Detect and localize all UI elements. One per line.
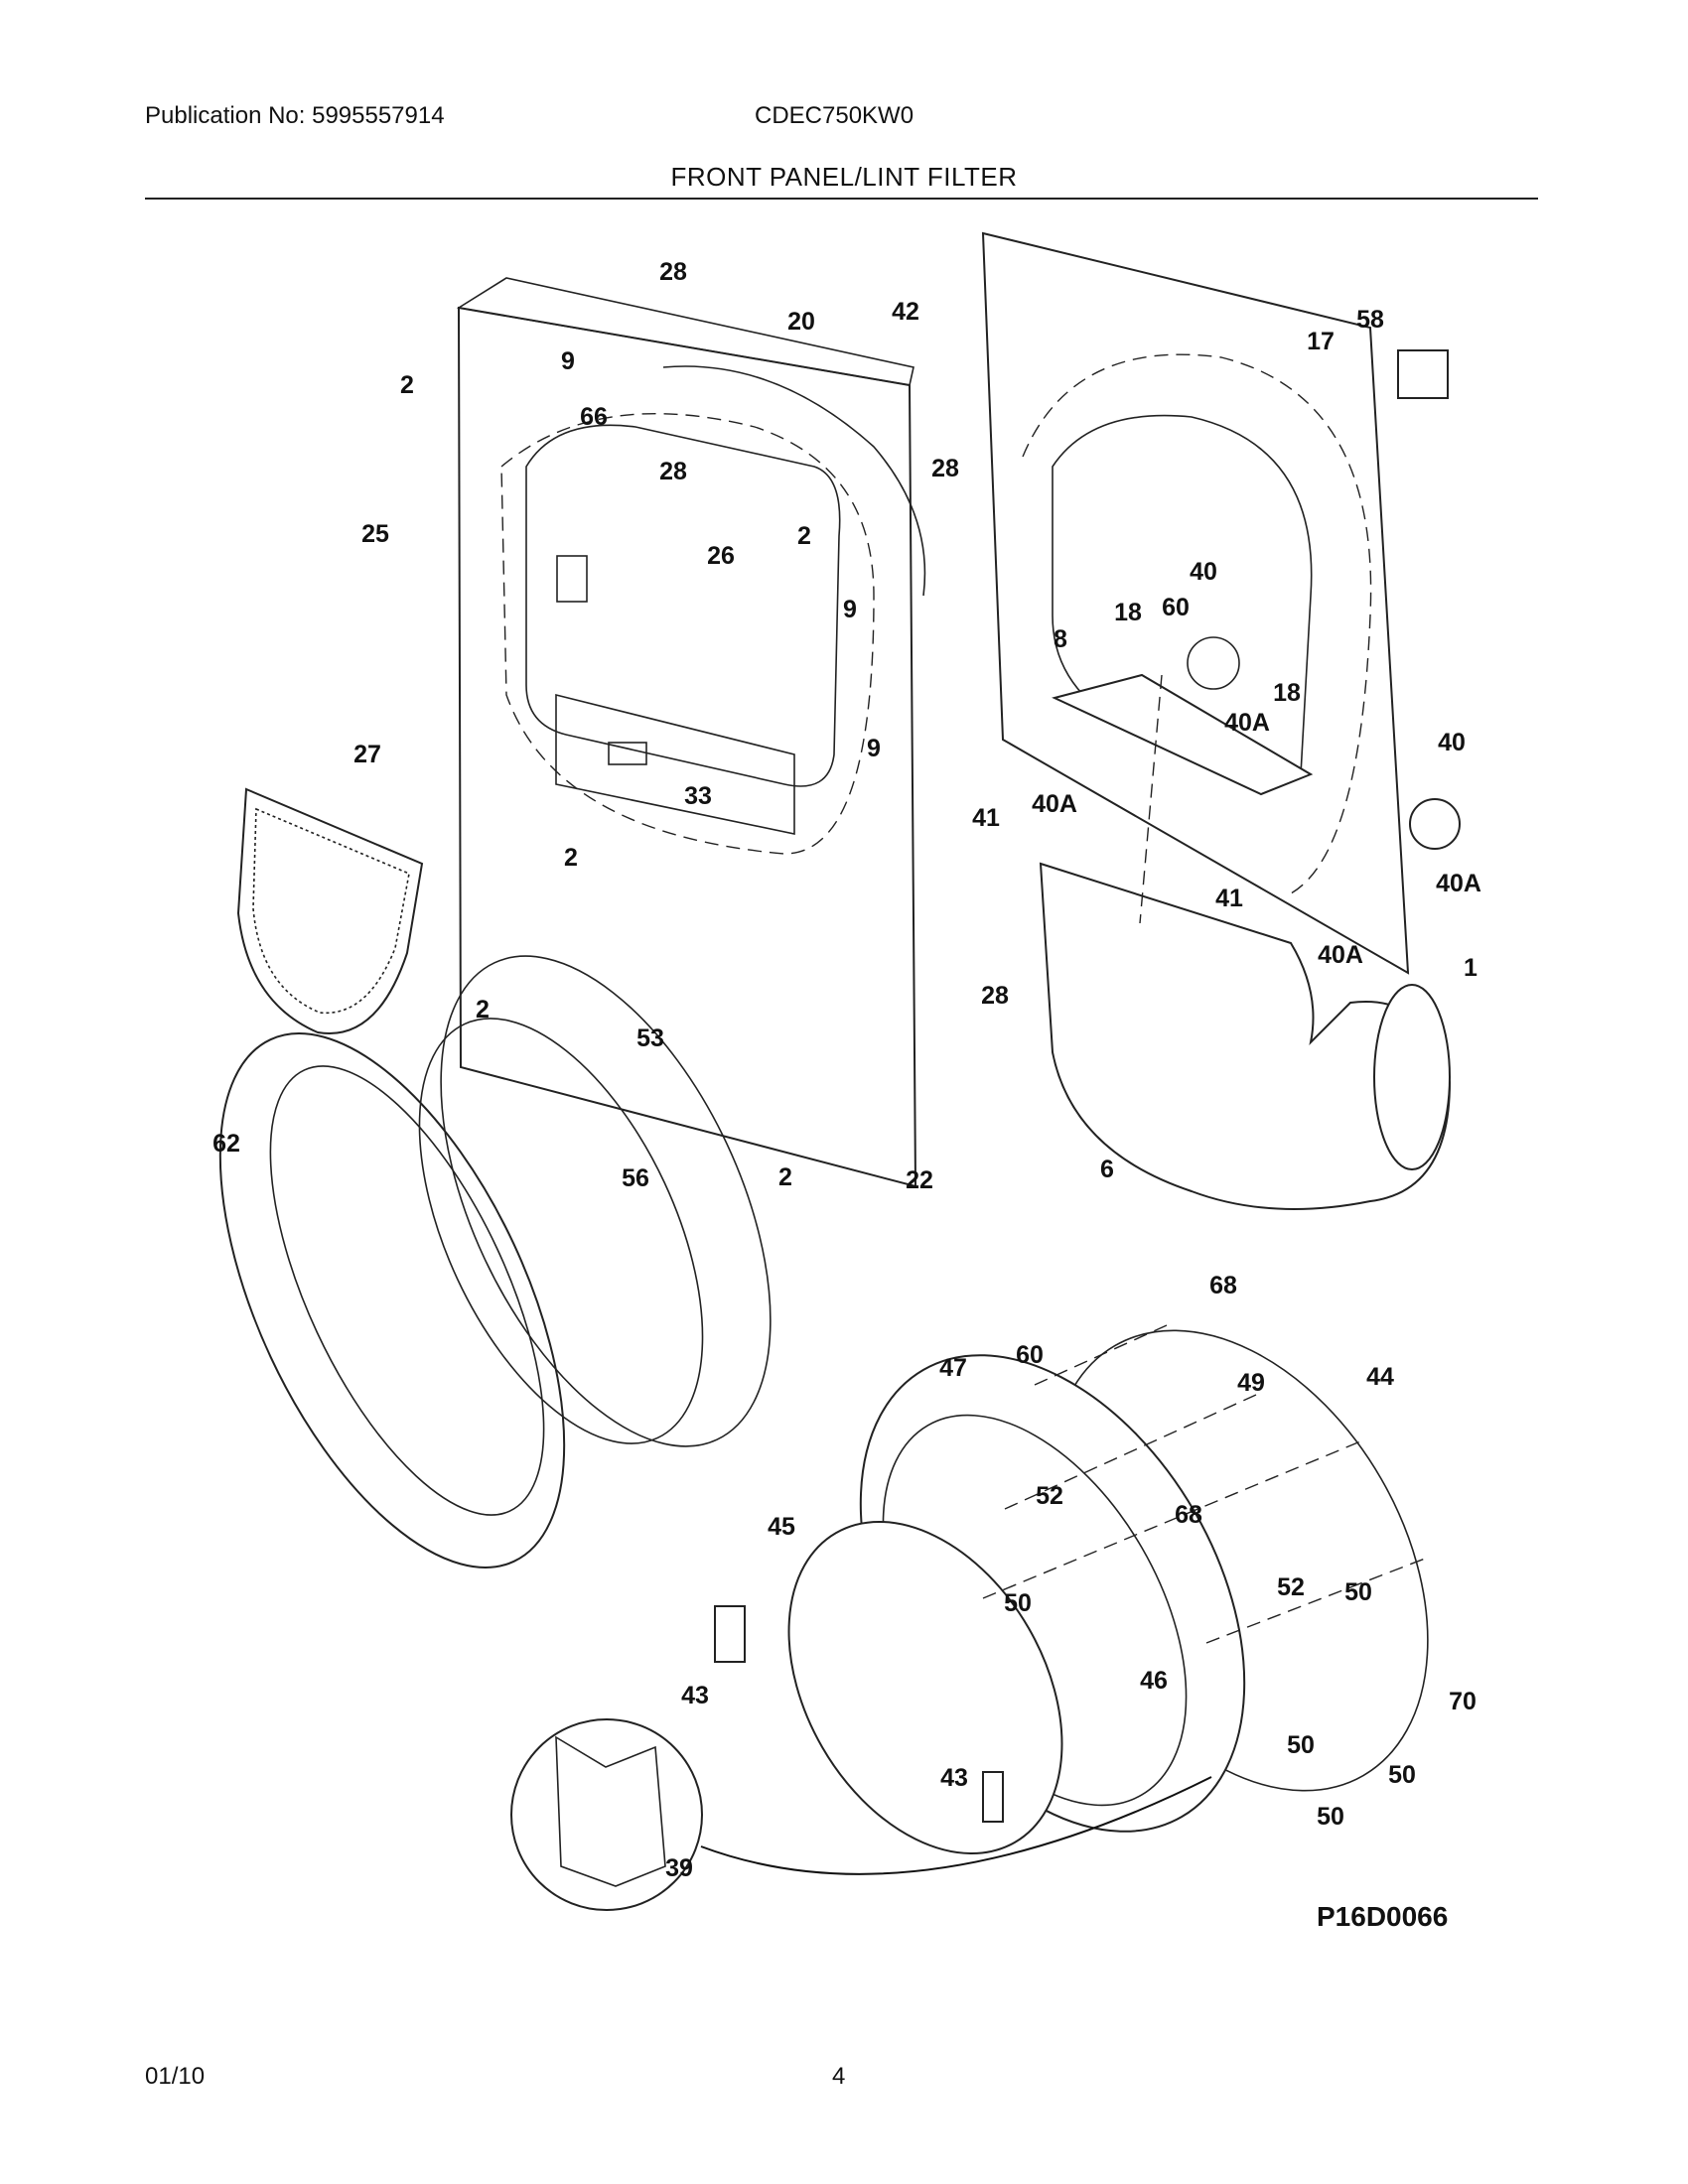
callout-label: 1 xyxy=(1464,954,1477,982)
callout-label: 68 xyxy=(1175,1501,1202,1529)
callout-label: 40A xyxy=(1224,709,1270,737)
callout-label: 8 xyxy=(1054,625,1067,653)
callout-label: 2 xyxy=(797,522,811,550)
callout-label: 9 xyxy=(867,735,881,762)
callout-label: 47 xyxy=(939,1354,967,1382)
callout-label: 70 xyxy=(1449,1688,1477,1715)
callout-label: 33 xyxy=(684,782,712,810)
callout-label: 62 xyxy=(212,1130,240,1158)
callout-label: 28 xyxy=(659,258,687,286)
page-title: FRONT PANEL/LINT FILTER xyxy=(670,162,1018,192)
callout-label: 26 xyxy=(707,542,735,570)
callout-label: 40A xyxy=(1436,870,1481,897)
front-panel-part xyxy=(456,277,917,1188)
callout-label: 50 xyxy=(1388,1761,1416,1789)
callout-label: 50 xyxy=(1344,1578,1372,1606)
callout-label: 41 xyxy=(972,804,1000,832)
callout-label: 60 xyxy=(1162,594,1190,621)
publication-number: Publication No: 5995557914 xyxy=(145,102,445,129)
callout-label: 45 xyxy=(768,1513,795,1541)
callout-label: 2 xyxy=(476,996,490,1024)
callout-label: 18 xyxy=(1114,599,1142,626)
page-number: 4 xyxy=(832,2063,846,2090)
callout-label: 49 xyxy=(1237,1369,1265,1397)
callout-label: 50 xyxy=(1317,1803,1344,1831)
connector-part xyxy=(1397,349,1449,399)
duct-part xyxy=(1039,862,1452,1210)
callout-label: 28 xyxy=(659,458,687,485)
callout-label: 66 xyxy=(580,403,608,431)
callout-label: 46 xyxy=(1140,1667,1168,1695)
callout-label: 50 xyxy=(1287,1731,1315,1759)
callout-label: 22 xyxy=(906,1166,933,1194)
callout-label: 9 xyxy=(561,347,575,375)
detail-latch-part xyxy=(510,1718,1212,1911)
model-number: CDEC750KW0 xyxy=(755,102,914,129)
header-rule xyxy=(145,198,1538,200)
callout-label: 18 xyxy=(1273,679,1301,707)
callout-label: 27 xyxy=(353,741,381,768)
callout-label: 2 xyxy=(564,844,578,872)
callout-label: 20 xyxy=(787,308,815,336)
callout-label: 50 xyxy=(1004,1589,1032,1617)
bulkhead-part xyxy=(981,231,1410,975)
callout-label: 28 xyxy=(981,982,1009,1010)
diagram-code: P16D0066 xyxy=(1317,1901,1448,1932)
lint-filter-part xyxy=(236,787,424,1034)
callout-label: 56 xyxy=(622,1164,649,1192)
callout-label: 40A xyxy=(1318,941,1363,969)
callout-label: 58 xyxy=(1356,306,1384,334)
callout-label: 2 xyxy=(778,1163,792,1191)
door-assembly-part xyxy=(714,1329,1429,1855)
door-ring-part xyxy=(218,955,772,1569)
callout-label: 40A xyxy=(1032,790,1077,818)
callout-label: 43 xyxy=(940,1764,968,1792)
callout-label: 53 xyxy=(636,1024,664,1052)
callout-label: 41 xyxy=(1215,885,1243,912)
callout-label: 39 xyxy=(665,1854,693,1882)
callout-label: 17 xyxy=(1307,328,1335,355)
gasket-ring-part xyxy=(662,365,926,597)
callout-label: 68 xyxy=(1209,1272,1237,1299)
callout-label: 2 xyxy=(400,371,414,399)
callout-label: 6 xyxy=(1100,1156,1114,1183)
revision-date: 01/10 xyxy=(145,2063,206,2090)
callout-label: 42 xyxy=(892,298,919,326)
callout-label: 40 xyxy=(1190,558,1217,586)
callout-label: 52 xyxy=(1036,1482,1063,1510)
callout-label: 60 xyxy=(1016,1341,1044,1369)
disc-part xyxy=(1409,798,1461,850)
callout-label: 40 xyxy=(1438,729,1466,756)
callout-label: 9 xyxy=(843,596,857,623)
callout-label: 28 xyxy=(931,455,959,482)
callout-label: 43 xyxy=(681,1682,709,1709)
callout-label: 44 xyxy=(1366,1363,1394,1391)
callout-label: 25 xyxy=(361,520,389,548)
callout-label: 52 xyxy=(1277,1573,1305,1601)
assembly-guides xyxy=(982,674,1426,1644)
